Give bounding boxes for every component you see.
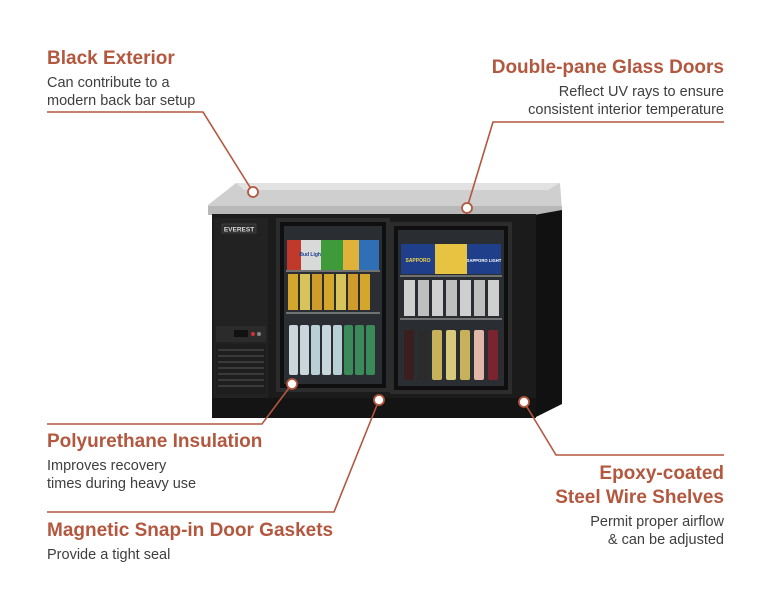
callout-description: Improves recovery times during heavy use	[47, 457, 262, 493]
callout-title: Magnetic Snap-in Door Gaskets	[47, 520, 334, 541]
bud-light-label: Bud Light	[299, 252, 323, 258]
callout-glass-doors: Double-pane Glass Doors Reflect UV rays …	[492, 56, 724, 119]
brand-badge: EVEREST	[224, 227, 254, 234]
callout-title: Epoxy-coated Steel Wire Shelves	[555, 462, 724, 510]
callout-title: Double-pane Glass Doors	[491, 57, 724, 78]
callout-title: Black Exterior	[47, 48, 175, 69]
description-line: consistent interior temperature	[528, 102, 724, 118]
callout-gaskets: Magnetic Snap-in Door Gaskets Provide a …	[47, 519, 333, 564]
callout-black-exterior: Black Exterior Can contribute to a moder…	[47, 47, 195, 110]
callout-description: Reflect UV rays to ensure consistent int…	[492, 83, 724, 119]
left-glass-door: Bud Light	[276, 218, 390, 392]
description-line: Provide a tight seal	[47, 547, 171, 563]
callout-description: Can contribute to a modern back bar setu…	[47, 74, 195, 110]
description-line: Reflect UV rays to ensure	[558, 84, 724, 100]
callout-insulation: Polyurethane Insulation Improves recover…	[47, 430, 262, 493]
callout-description: Provide a tight seal	[47, 546, 333, 564]
description-line: times during heavy use	[47, 476, 197, 492]
description-line: & can be adjusted	[607, 532, 724, 548]
description-line: Can contribute to a	[47, 75, 170, 91]
sapporo-light-label: SAPPORO LIGHT	[467, 258, 502, 263]
vent-grille	[216, 344, 266, 394]
title-line: Epoxy-coated	[599, 463, 724, 484]
sapporo-label: SAPPORO	[405, 258, 430, 264]
callout-shelves: Epoxy-coated Steel Wire Shelves Permit p…	[555, 462, 724, 549]
callout-title: Polyurethane Insulation	[47, 431, 263, 452]
description-line: modern back bar setup	[47, 93, 196, 109]
right-glass-door: SAPPORO SAPPORO LIGHT	[390, 222, 512, 394]
callout-description: Permit proper airflow & can be adjusted	[555, 513, 724, 549]
description-line: Improves recovery	[47, 458, 167, 474]
cabinet-side-panel	[534, 210, 562, 418]
description-line: Permit proper airflow	[590, 514, 724, 530]
title-line: Steel Wire Shelves	[555, 487, 724, 508]
